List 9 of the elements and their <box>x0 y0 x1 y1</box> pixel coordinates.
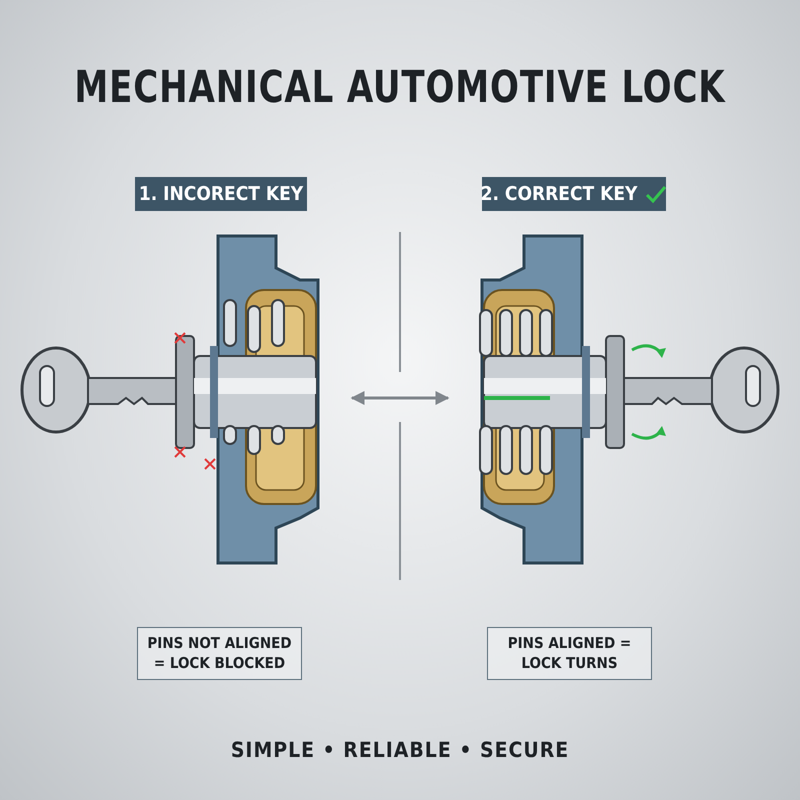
title: MECHANICAL AUTOMOTIVE LOCK <box>73 62 727 113</box>
note-box: PINS ALIGNED = LOCK TURNS <box>487 627 652 680</box>
caption: SIMPLE • RELIABLE • SECURE <box>230 738 570 762</box>
heading-banner <box>135 177 307 211</box>
heading-text: 1. INCORECT KEY <box>138 183 304 205</box>
heading-banner <box>482 177 666 211</box>
heading-text: 2. CORRECT KEY <box>480 183 638 205</box>
note-box: PINS NOT ALIGNED = LOCK BLOCKED <box>137 627 302 680</box>
double-arrow <box>350 391 450 405</box>
